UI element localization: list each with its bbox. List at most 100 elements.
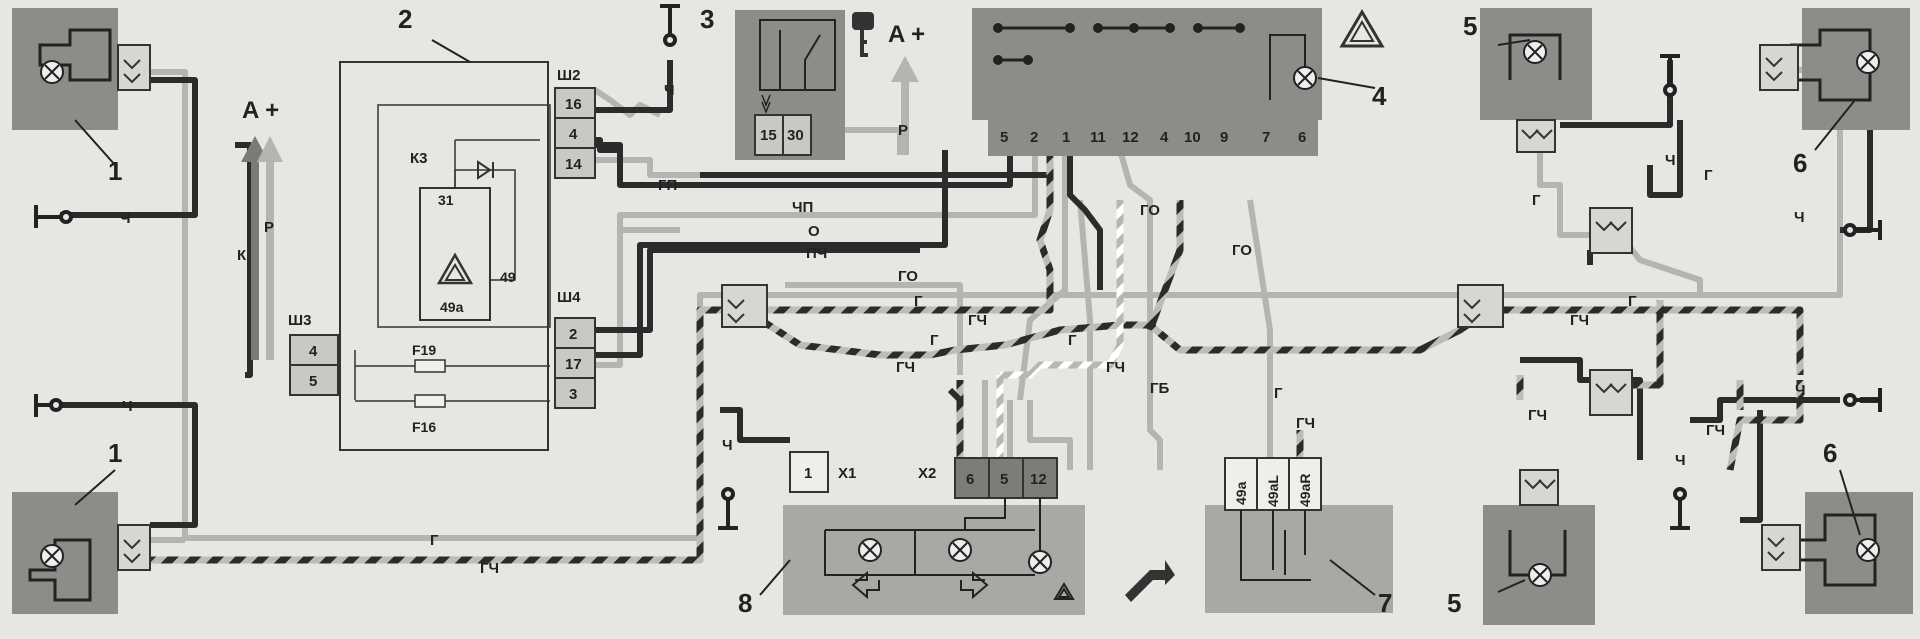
wire-label: ГБ [1150, 380, 1170, 397]
callout-1: 1 [108, 438, 122, 468]
pin-label: 4 [569, 126, 578, 143]
turn-signal-unit-2 [339, 61, 551, 451]
relay-label: К3 [410, 150, 428, 167]
pin-label: 49aL [1265, 475, 1281, 507]
leader-lines [74, 39, 1861, 596]
pin-label: 4 [309, 343, 318, 360]
supply-label: A + [242, 97, 279, 124]
hazard-relay-4 [972, 8, 1322, 156]
pin-label: 16 [565, 96, 582, 113]
wire-label: Г [1274, 385, 1283, 402]
wire-label: ГЧ [1706, 422, 1725, 439]
wire-label: К [237, 247, 247, 264]
wire-label: ГЧ [480, 560, 499, 577]
callout-4: 4 [1372, 81, 1387, 111]
pin-label: 9 [1220, 129, 1228, 146]
pin-label: 1 [804, 465, 812, 482]
wire-label: Р [264, 219, 274, 236]
pin-label: 49aR [1297, 474, 1313, 507]
wire-label: Г [1704, 167, 1713, 184]
wire-label: ЧП [792, 199, 813, 216]
pin-label: 14 [565, 156, 582, 173]
pin-label: 30 [787, 127, 804, 144]
pin-label: 5 [309, 373, 317, 390]
pin-label: 3 [569, 386, 577, 403]
wire-labels: Ч Ч Ч К Р Р ГП ЧП О ПЧ ГО ГО ГО Г Г Г Г … [120, 82, 1806, 577]
wire-label: Ч [1795, 382, 1806, 399]
pin-label: 12 [1122, 129, 1139, 146]
wire-label: ГО [898, 268, 918, 285]
splice-connectors [721, 207, 1633, 416]
wire-label: Ч [722, 437, 733, 454]
lamp-5-bottom [1483, 469, 1595, 625]
wire-label: Ч [1675, 452, 1686, 469]
ignition-switch-3 [735, 10, 845, 160]
lamp-6-top [1759, 8, 1910, 130]
wire-label: ГЧ [1106, 359, 1125, 376]
lamp-1-top [12, 8, 151, 130]
pin-label: 5 [1000, 471, 1008, 488]
callout-5: 5 [1447, 588, 1461, 618]
pin-label: 4 [1160, 129, 1169, 146]
callout-8: 8 [738, 588, 752, 618]
wire-label: ПЧ [806, 245, 827, 262]
wire-label: ГП [658, 177, 677, 194]
pin-label: 15 [760, 127, 777, 144]
callout-6: 6 [1793, 148, 1807, 178]
wire-label: Ч [122, 398, 133, 415]
turn-switch-7 [1125, 457, 1393, 613]
pin-label: 5 [1000, 129, 1008, 146]
instrument-cluster-8 [783, 451, 1085, 615]
pin-label: 7 [1262, 129, 1270, 146]
wire-label: ГЧ [1528, 407, 1547, 424]
pin-label: 49a [440, 299, 464, 315]
wire-label: ГО [1140, 202, 1160, 219]
pin-label: 11 [1090, 129, 1106, 146]
fuse-label: F19 [412, 342, 436, 358]
ground-symbols [34, 4, 1882, 530]
wire-label: ГЧ [968, 312, 987, 329]
connector-label: Ш4 [557, 289, 581, 306]
pin-label: 31 [438, 192, 454, 208]
wire-label: Г [1068, 332, 1077, 349]
pin-label: 1 [1062, 129, 1070, 146]
connector-label: Ш3 [288, 312, 311, 329]
relay-k3 [419, 187, 491, 321]
lamp-1-bottom [12, 492, 151, 614]
callout-2: 2 [398, 4, 412, 34]
wire-label: Р [898, 122, 908, 139]
callout-3: 3 [700, 4, 714, 34]
arrow-left-icon [851, 570, 880, 600]
wire-label: ГЧ [1296, 415, 1315, 432]
hazard-triangle-icon [436, 252, 474, 285]
supply-arrows [241, 56, 919, 360]
arrow-right-icon [960, 570, 989, 600]
lamp-6-bottom [1761, 492, 1913, 614]
pin-label: 2 [1030, 129, 1038, 146]
wire-label: ГЧ [1570, 312, 1589, 329]
connector-sh2 [554, 87, 596, 179]
lever-icon [1125, 560, 1175, 602]
pin-label: 49 [500, 269, 516, 285]
pin-label: 6 [966, 471, 974, 488]
connector-label: X1 [838, 465, 856, 482]
callout-7: 7 [1378, 588, 1392, 618]
connector-sh3 [289, 334, 339, 396]
wire-label: Г [1532, 192, 1541, 209]
wire-label: ГО [1232, 242, 1252, 259]
wire-label: Ч [1665, 152, 1676, 169]
wire-label: Г [914, 293, 923, 310]
wire-label: Г [430, 532, 439, 549]
hazard-triangle-icon [1053, 582, 1075, 600]
wire-label: Ч [120, 210, 131, 227]
callout-5: 5 [1463, 11, 1477, 41]
pin-label: 49a [1233, 481, 1249, 505]
diode-icon [477, 160, 494, 180]
connector-sh4 [554, 317, 596, 409]
wire-label: Ч [1794, 209, 1805, 226]
callout-6: 6 [1823, 438, 1837, 468]
key-icon [852, 12, 874, 57]
callout-1: 1 [108, 156, 122, 186]
connector-label: X2 [918, 465, 936, 482]
